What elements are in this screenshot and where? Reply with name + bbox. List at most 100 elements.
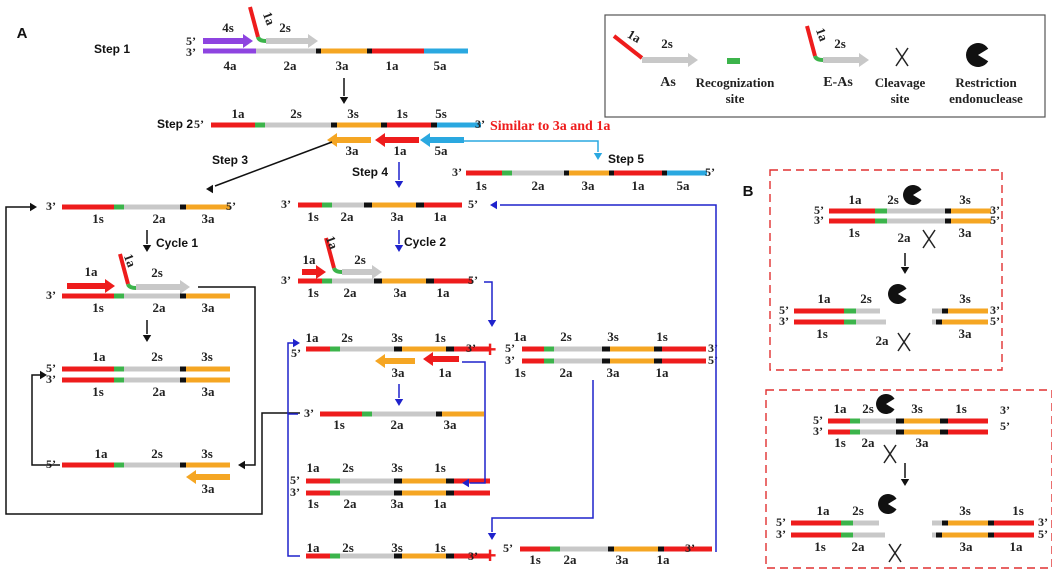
strand-mid-6 bbox=[306, 553, 490, 559]
strand-segment bbox=[520, 546, 550, 552]
strand-segment bbox=[322, 202, 332, 208]
b1b-end3r: 3’ bbox=[990, 303, 1000, 317]
strand-segment bbox=[664, 546, 712, 552]
strand-segment bbox=[211, 122, 255, 128]
seg-1a-m3b: 1a bbox=[439, 365, 453, 380]
primer-2s-m2 bbox=[342, 265, 382, 279]
strand-segment bbox=[828, 418, 850, 424]
strand-segment bbox=[794, 319, 844, 325]
strand-segment bbox=[942, 308, 948, 314]
seg-1s-m5: 1s bbox=[307, 496, 319, 511]
b2b-end5r: 5’ bbox=[1038, 527, 1048, 541]
flow-br-return-head bbox=[490, 200, 497, 210]
end-3-l1: 3’ bbox=[46, 199, 56, 213]
strand-segment bbox=[662, 170, 667, 176]
b2-3a: 3a bbox=[916, 435, 930, 450]
strand-segment bbox=[394, 478, 402, 484]
strand-segment bbox=[124, 293, 180, 299]
b2b-right-bottom bbox=[932, 532, 1034, 538]
seg-2a-s5: 2a bbox=[532, 178, 546, 193]
b2b-end3: 3’ bbox=[776, 527, 786, 541]
strand-segment bbox=[896, 429, 904, 435]
strand-segment bbox=[62, 462, 114, 468]
end-5-rd2: 5’ bbox=[708, 353, 718, 367]
primer-arrow-body bbox=[302, 265, 326, 279]
b2-cleavage bbox=[883, 444, 897, 464]
seg-1s-s5: 1s bbox=[475, 178, 487, 193]
primer-arrow-body bbox=[136, 280, 190, 294]
arrow-cycle1-head bbox=[142, 245, 152, 252]
b2b-2a: 2a bbox=[852, 539, 866, 554]
strand-segment bbox=[330, 478, 340, 484]
strand-segment bbox=[948, 308, 988, 314]
strand-segment bbox=[940, 429, 948, 435]
seg-2s-rd: 2s bbox=[560, 329, 572, 344]
strand-segment bbox=[330, 490, 340, 496]
strand-segment bbox=[608, 546, 614, 552]
strand-segment bbox=[114, 366, 124, 372]
b2b-1s-bottom: 1s bbox=[814, 539, 826, 554]
primer-arrow-body bbox=[642, 53, 698, 67]
seg-1s-l3: 1s bbox=[92, 384, 104, 399]
primer-arrow-body bbox=[327, 133, 371, 147]
strand-segment bbox=[362, 411, 372, 417]
b2b-end5: 5’ bbox=[776, 515, 786, 529]
strand-segment bbox=[255, 122, 265, 128]
seg-3a-s5: 3a bbox=[582, 178, 596, 193]
strand-segment bbox=[948, 418, 988, 424]
cleavage-stroke bbox=[897, 332, 911, 352]
strand-segment bbox=[340, 553, 394, 559]
strand-segment bbox=[841, 532, 853, 538]
flow-m3-to-m5-head bbox=[462, 478, 469, 488]
strand-segment bbox=[306, 553, 330, 559]
strand-segment bbox=[904, 429, 940, 435]
arrow-step5-head bbox=[593, 153, 603, 160]
end-5-m5: 5’ bbox=[290, 473, 300, 487]
b1b-right-top bbox=[932, 308, 988, 314]
primer-1a-l2 bbox=[67, 279, 115, 293]
legend-recognition-1: Recognization bbox=[696, 75, 775, 90]
strand-segment bbox=[322, 278, 332, 284]
strand-segment bbox=[340, 346, 394, 352]
strand-segment bbox=[124, 462, 180, 468]
strand-segment bbox=[62, 377, 114, 383]
strand-segment bbox=[466, 170, 502, 176]
b2-end5b: 5’ bbox=[1000, 419, 1010, 433]
seg-3a-s2: 3a bbox=[346, 143, 360, 158]
strand-segment bbox=[614, 546, 658, 552]
flow-m4-to-m6 bbox=[287, 413, 300, 557]
legend-endonuclease-icon bbox=[966, 43, 989, 67]
seg-3a-l1: 3a bbox=[202, 211, 216, 226]
seg-1s-s2: 1s bbox=[396, 106, 408, 121]
primer-3a-l4 bbox=[186, 470, 230, 484]
strand-mid-2 bbox=[298, 278, 472, 284]
strand-segment bbox=[186, 377, 230, 383]
b1b-end3: 3’ bbox=[779, 314, 789, 328]
seg-5s-s2: 5s bbox=[435, 106, 447, 121]
strand-segment bbox=[402, 490, 446, 496]
strand-segment bbox=[186, 366, 230, 372]
b1-cleavage bbox=[922, 229, 936, 249]
seg-2a-m2: 2a bbox=[344, 285, 358, 300]
cleavage-stroke bbox=[895, 47, 909, 67]
strand-segment bbox=[658, 546, 664, 552]
strand-segment bbox=[446, 346, 454, 352]
strand-segment bbox=[942, 319, 988, 325]
strand-segment bbox=[434, 278, 472, 284]
seg-1s-rd: 1s bbox=[656, 329, 668, 344]
b1-1a: 1a bbox=[849, 192, 863, 207]
template-step1 bbox=[203, 48, 468, 54]
seg-3s-s2: 3s bbox=[347, 106, 359, 121]
strand-segment bbox=[860, 429, 896, 435]
strand-segment bbox=[454, 490, 490, 496]
seg-1a-s5: 1a bbox=[632, 178, 646, 193]
strand-segment bbox=[887, 218, 945, 224]
strand-segment bbox=[340, 478, 394, 484]
b2-end3: 3’ bbox=[1000, 403, 1010, 417]
b2b-left-top bbox=[791, 520, 879, 526]
strand-segment bbox=[387, 122, 431, 128]
strand-segment bbox=[932, 520, 942, 526]
strand-segment bbox=[860, 418, 896, 424]
end-3-m2: 3’ bbox=[281, 273, 291, 287]
